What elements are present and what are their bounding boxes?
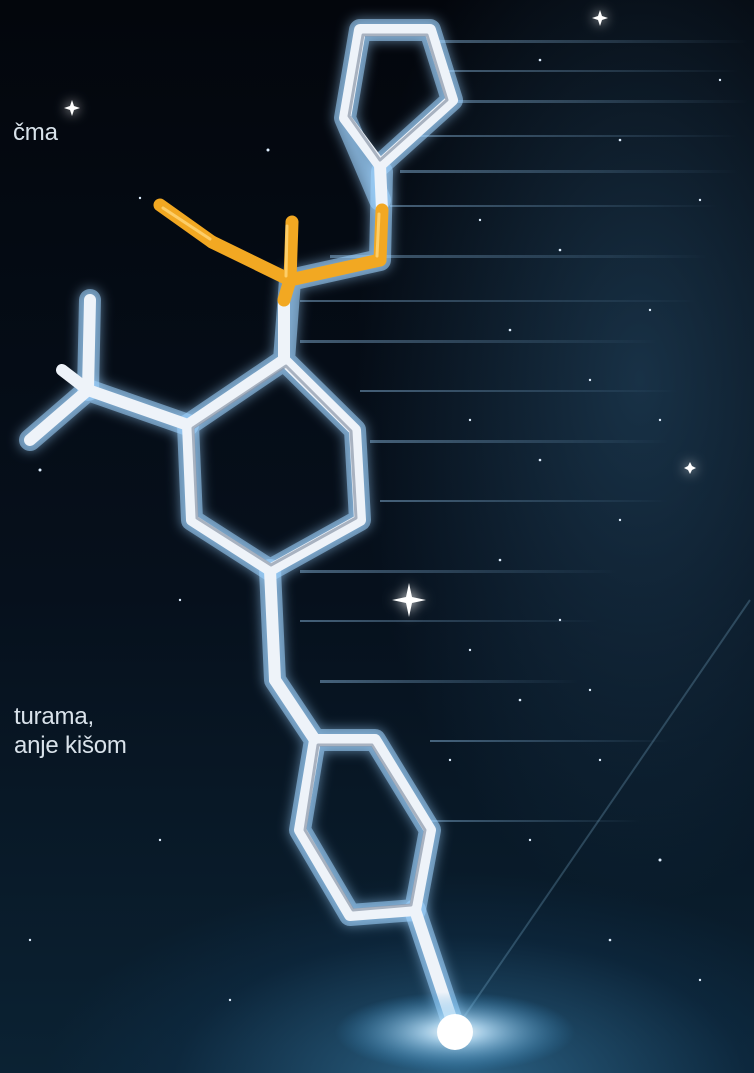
sparkle-star [64, 10, 696, 617]
motion-streaks [300, 40, 750, 822]
light-flare [335, 992, 575, 1072]
caption-bottom-fragment: turama, anje kišom [14, 702, 127, 760]
molecule-model [19, 19, 466, 1041]
bond-gold [153, 198, 389, 307]
caption-line-1: turama, [14, 703, 94, 730]
comet-trail [454, 599, 751, 1031]
caption-top-fragment: čma [13, 119, 58, 146]
caption-line-2: anje kišom [14, 732, 127, 759]
bond-white [24, 24, 461, 1036]
